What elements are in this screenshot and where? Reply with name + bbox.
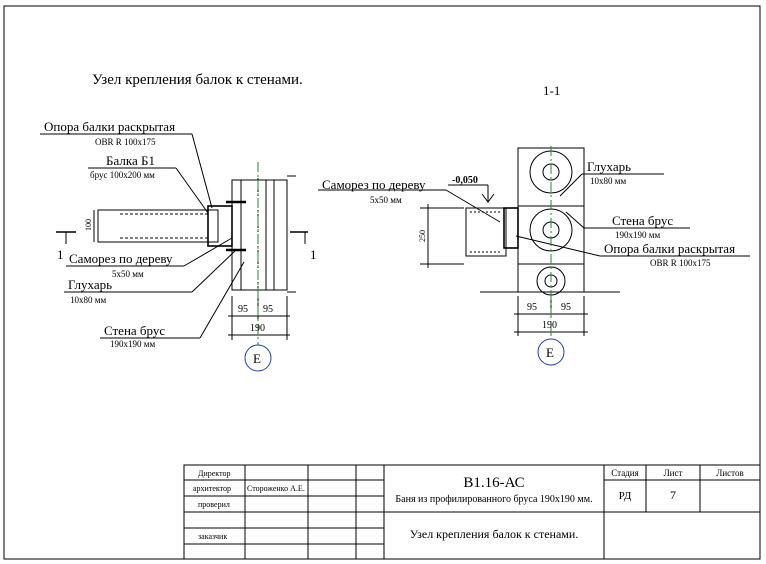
left-bracket (207, 205, 233, 247)
section-mark: 1-1 (543, 83, 560, 98)
left-dim-total: 190 (250, 323, 265, 334)
right-cut-mark-left-view: 1 (310, 247, 317, 262)
tb-role-0: Директор (198, 469, 230, 478)
left-cut-mark: 1 (57, 247, 64, 262)
left-callout-1-sub: OBR R 100x175 (95, 137, 156, 147)
tb-sheet-title: Узел крепления балок к стенами. (410, 527, 579, 541)
tb-role-1: архитектор (193, 484, 231, 493)
tb-role-2: проверил (198, 500, 230, 509)
right-beam (465, 207, 507, 257)
left-dim-left: 95 (238, 304, 248, 315)
tb-code: В1.16-АС (463, 475, 524, 491)
tb-name-1: Стороженко А.Е. (247, 484, 305, 493)
title-block-text: Директор архитектор Стороженко А.Е. пров… (193, 468, 744, 541)
tb-header-sheets: Листов (716, 468, 743, 478)
right-dim-total: 190 (542, 320, 557, 331)
left-view-text: Опора балки раскрытая OBR R 100x175 Балк… (44, 119, 317, 366)
left-callout-4-sub: 10x80 мм (70, 295, 106, 305)
right-callout-4-title: Опора балки раскрытая (604, 241, 735, 256)
drawing-title: Узел крепления балок к стенами. (92, 72, 303, 88)
right-dim-right: 95 (561, 302, 571, 313)
tb-role-4: заказчик (198, 532, 227, 541)
left-callout-2-title: Балка Б1 (106, 153, 155, 168)
right-callout-3-sub: 190x190 мм (615, 230, 660, 240)
left-callout-5-sub: 190x190 мм (110, 339, 155, 349)
left-callout-1-title: Опора балки раскрытая (44, 119, 175, 134)
right-callout-2-sub: 10x80 мм (590, 176, 626, 186)
right-axis-label: Е (546, 345, 554, 360)
right-callout-2-title: Глухарь (587, 159, 631, 174)
left-callout-4-title: Глухарь (68, 277, 112, 292)
tb-value-stage: РД (619, 490, 632, 502)
right-bracket (503, 207, 519, 249)
title-block (183, 464, 761, 560)
tb-project: Баня из профилированного бруса 190x190 м… (395, 494, 592, 505)
tb-header-stage: Стадия (611, 468, 638, 478)
left-wall (231, 179, 288, 291)
right-callout-4-sub: OBR R 100x175 (650, 258, 711, 268)
right-callout-1-sub: 5x50 мм (370, 195, 402, 205)
tb-header-sheet: Лист (664, 468, 683, 478)
right-view-text: -0,050 Саморез по дереву 5x50 мм Глухарь… (322, 159, 735, 360)
left-dim-right: 95 (263, 304, 273, 315)
left-callout-5-title: Стена брус (104, 323, 165, 338)
sheet-frame (3, 5, 761, 560)
left-beam (97, 209, 219, 243)
right-axis-circle (537, 338, 565, 366)
right-level-mark: -0,050 (452, 175, 478, 186)
right-dim-left: 95 (527, 302, 537, 313)
right-callout-1-title: Саморез по дереву (322, 177, 426, 192)
left-callout-2-sub: брус 100x200 мм (90, 170, 155, 180)
left-axis-label: Е (253, 351, 261, 366)
left-callout-3-sub: 5x50 мм (112, 269, 144, 279)
left-view (40, 133, 308, 372)
right-beam-height-dim: 250 (418, 230, 427, 242)
right-callout-3-title: Стена брус (612, 213, 673, 228)
tb-value-sheet: 7 (670, 488, 676, 502)
left-callout-3-title: Саморез по дереву (69, 251, 173, 266)
left-beam-height-dim: 100 (84, 219, 93, 231)
